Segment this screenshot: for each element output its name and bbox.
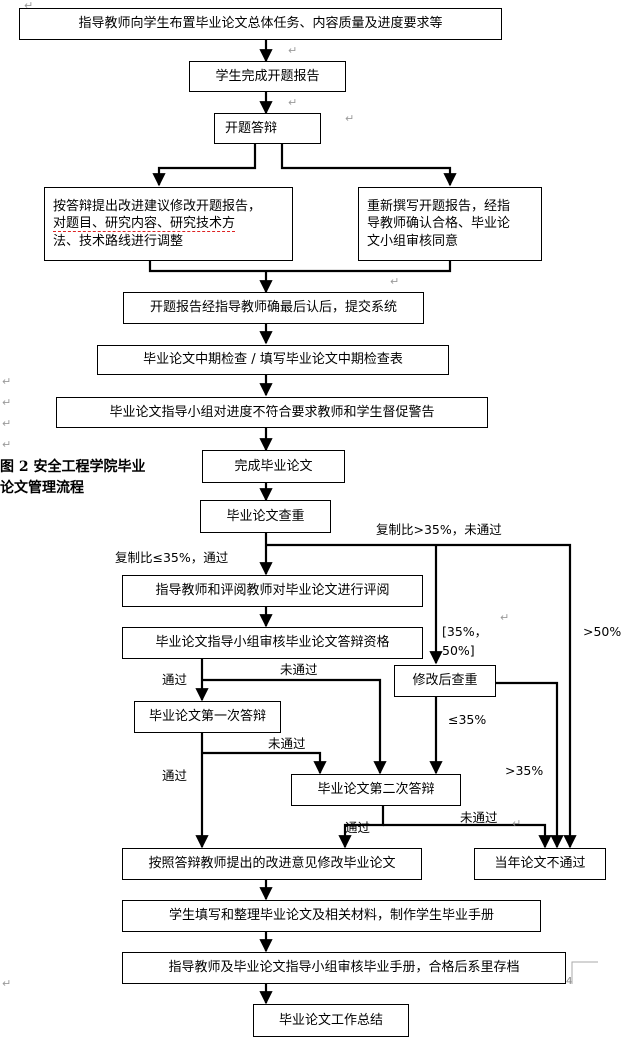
line-copy-fail — [266, 543, 577, 849]
step-rewrite-proposal-line2: 导教师确认合格、毕业论 — [367, 216, 511, 232]
arrow-s12-s15-fail — [202, 678, 387, 775]
label-gt35: >35% — [505, 763, 544, 778]
arrow-s3-s4 — [152, 144, 257, 187]
step-progress-warning: 毕业论文指导小组对进度不符合要求教师和学生督促警告 — [56, 397, 488, 428]
paragraph-mark: ↵ — [2, 977, 12, 990]
step-thesis-failed-text: 当年论文不通过 — [494, 856, 586, 872]
step-proposal-defense: 开题答辩 — [214, 113, 321, 144]
page-number: 4 — [566, 976, 573, 987]
step-archive: 指导教师及毕业论文指导小组审核毕业手册，合格后系里存档 — [122, 952, 566, 984]
label-pass2: 通过 — [162, 768, 188, 783]
paragraph-mark: ↵ — [500, 611, 510, 624]
step-first-defense-text: 毕业论文第一次答辩 — [148, 709, 266, 725]
step-midterm-check-text: 毕业论文中期检查 / 填写毕业论文中期检查表 — [143, 352, 403, 368]
label-gt50: >50% — [583, 624, 622, 639]
label-fail3: 未通过 — [460, 810, 498, 825]
page-corner-mark — [571, 961, 598, 984]
paragraph-mark: ↵ — [345, 112, 355, 125]
step-graduation-handbook-text: 学生填写和整理毕业论文及相关材料，制作学生毕业手册 — [168, 908, 494, 924]
step-assign-task-text: 指导教师向学生布置毕业论文总体任务、内容质量及进度要求等 — [78, 16, 443, 32]
step-rewrite-proposal: 重新撰写开题报告，经指 导教师确认合格、毕业论 文小组审核同意 — [358, 187, 542, 261]
arrow-s14-s17 — [496, 681, 564, 849]
step-defense-eligibility-text: 毕业论文指导小组审核毕业论文答辩资格 — [155, 635, 390, 651]
step-proposal-report: 学生完成开题报告 — [189, 61, 346, 92]
step-midterm-check: 毕业论文中期检查 / 填写毕业论文中期检查表 — [97, 345, 449, 375]
paragraph-mark: ↵ — [512, 817, 522, 830]
label-copy-pass: 复制比≤35%，通过 — [115, 550, 229, 565]
step-plagiarism-check-text: 毕业论文查重 — [226, 508, 305, 524]
step-revise-proposal-line3: 法、技术路线进行调整 — [53, 233, 184, 249]
label-range-line1: [35%， — [442, 624, 488, 639]
step-archive-text: 指导教师及毕业论文指导小组审核毕业手册，合格后系里存档 — [168, 960, 520, 976]
step-review-thesis-text: 指导教师和评阅教师对毕业论文进行评阅 — [155, 583, 390, 599]
label-fail1: 未通过 — [280, 662, 318, 677]
step-plagiarism-check: 毕业论文查重 — [200, 500, 331, 533]
arrow-s15-s17 — [383, 823, 552, 849]
arrow-s3-s5 — [280, 144, 457, 187]
step-thesis-failed: 当年论文不通过 — [474, 848, 606, 880]
label-fail2: 未通过 — [268, 736, 306, 751]
step-recheck-after-revision-text: 修改后查重 — [412, 673, 478, 689]
step-rewrite-proposal-line3: 文小组审核同意 — [367, 233, 459, 249]
figure-caption-line1: 图 2 安全工程学院毕业 — [0, 459, 146, 475]
step-proposal-defense-text: 开题答辩 — [225, 120, 278, 136]
paragraph-mark: ↵ — [2, 396, 12, 409]
paragraph-mark: ↵ — [2, 417, 12, 430]
figure-caption-line2: 论文管理流程 — [0, 480, 84, 496]
step-first-defense: 毕业论文第一次答辩 — [134, 701, 281, 733]
paragraph-mark: ↵ — [390, 275, 400, 288]
paragraph-mark: ↵ — [2, 438, 12, 451]
step-defense-eligibility: 毕业论文指导小组审核毕业论文答辩资格 — [122, 627, 423, 659]
label-le35: ≤35% — [448, 712, 487, 727]
step-work-summary-text: 毕业论文工作总结 — [278, 1012, 383, 1028]
step-complete-thesis: 完成毕业论文 — [202, 450, 345, 483]
step-revise-thesis-text: 按照答辩教师提出的改进意见修改毕业论文 — [148, 856, 396, 872]
arrow-s13-s15-fail — [202, 751, 327, 775]
step-second-defense-text: 毕业论文第二次答辩 — [317, 782, 435, 798]
step-revise-thesis: 按照答辩教师提出的改进意见修改毕业论文 — [122, 848, 422, 880]
step-proposal-report-text: 学生完成开题报告 — [215, 68, 320, 84]
step-graduation-handbook: 学生填写和整理毕业论文及相关材料，制作学生毕业手册 — [122, 900, 541, 932]
label-copy-fail: 复制比>35%，未通过 — [376, 522, 502, 537]
step-work-summary: 毕业论文工作总结 — [253, 1004, 409, 1037]
step-revise-proposal: 按答辩提出改进建议修改开题报告， 对题目、研究内容、研究技术方 法、技术路线进行… — [44, 187, 293, 261]
label-pass1: 通过 — [162, 672, 188, 687]
step-submit-system: 开题报告经指导教师确最后认后，提交系统 — [123, 292, 424, 324]
merge-s4 — [148, 261, 452, 273]
paragraph-mark: ↵ — [288, 96, 298, 109]
step-complete-thesis-text: 完成毕业论文 — [234, 458, 313, 474]
paragraph-mark: ↵ — [24, 0, 34, 12]
label-range-line2: 50%] — [442, 643, 475, 658]
step-progress-warning-text: 毕业论文指导小组对进度不符合要求教师和学生督促警告 — [109, 404, 435, 420]
paragraph-mark: ↵ — [288, 44, 298, 57]
step-submit-system-text: 开题报告经指导教师确最后认后，提交系统 — [149, 300, 397, 316]
step-revise-proposal-line2: 对题目、研究内容、研究技术方 — [53, 216, 236, 233]
paragraph-mark: ↵ — [2, 375, 12, 388]
step-recheck-after-revision: 修改后查重 — [394, 665, 496, 697]
step-revise-proposal-line1: 按答辩提出改进建议修改开题报告， — [53, 198, 262, 214]
arrow-s15-s16 — [338, 806, 385, 849]
step-rewrite-proposal-line1: 重新撰写开题报告，经指 — [367, 198, 511, 214]
label-pass3: 通过 — [345, 820, 371, 835]
step-second-defense: 毕业论文第二次答辩 — [291, 774, 461, 806]
step-assign-task: 指导教师向学生布置毕业论文总体任务、内容质量及进度要求等 — [19, 8, 502, 40]
step-review-thesis: 指导教师和评阅教师对毕业论文进行评阅 — [122, 575, 423, 607]
